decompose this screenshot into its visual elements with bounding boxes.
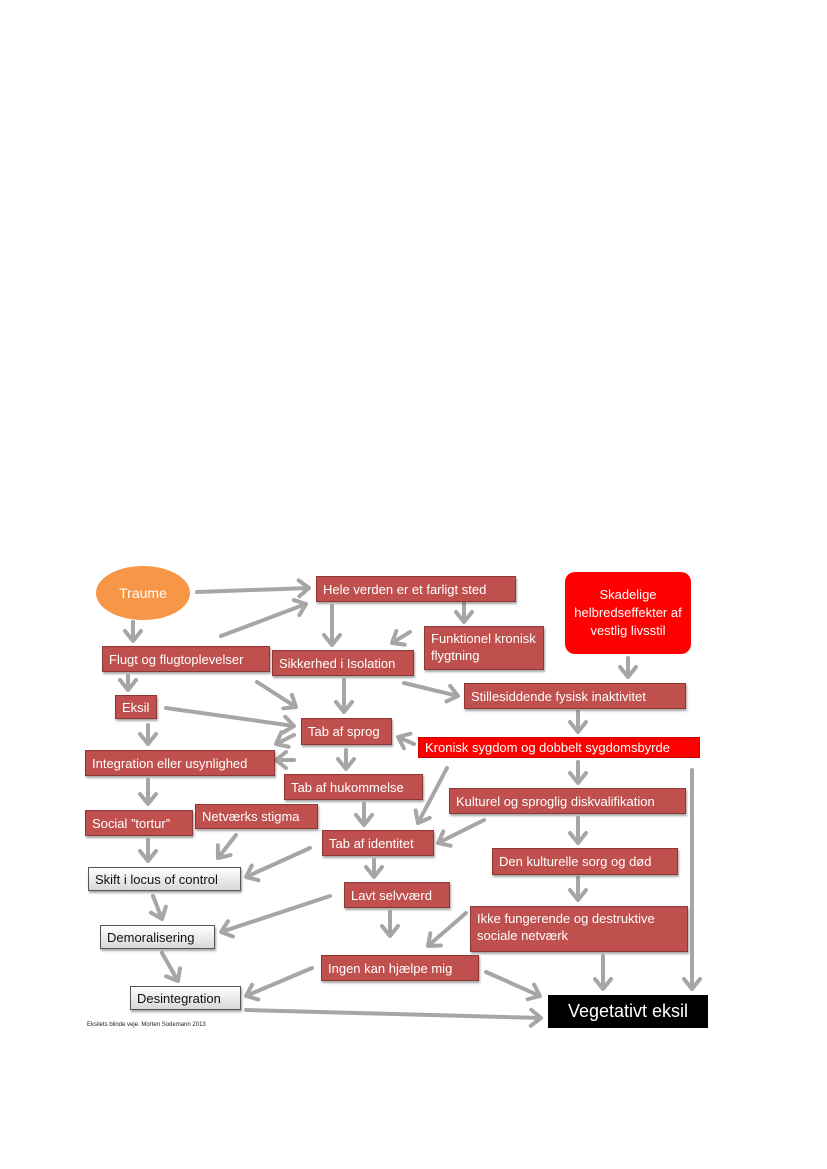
arrow-kulturel-to-tab-identitet <box>436 818 486 848</box>
arrow-flugt-to-hele-verden <box>219 598 308 638</box>
node-skadelige: Skadelige helbredseffekter af vestlig li… <box>565 572 691 654</box>
node-eksil: Eksil <box>115 695 157 719</box>
arrow-funktionel-to-sikkerhed <box>390 628 412 647</box>
node-kronisk: Kronisk sygdom og dobbelt sygdomsbyrde <box>418 737 700 758</box>
arrow-stillesiddende-to-kronisk <box>568 710 588 734</box>
arrow-sikkerhed-to-stillesiddende <box>402 681 460 704</box>
arrow-tab-sprog-to-integration-a <box>274 730 296 749</box>
node-netvaerks-stigma: Netværks stigma <box>195 804 318 829</box>
node-funktionel: Funktionel kronisk flygtning <box>424 626 544 670</box>
arrow-ingen-to-desintegration <box>244 966 314 1002</box>
arrow-integration-to-social-tortur <box>138 778 158 806</box>
arrow-kronisk-to-tab-sprog <box>396 731 416 751</box>
arrow-tab-identitet-to-skift <box>244 846 312 883</box>
node-kulturel-sproglig: Kulturel og sproglig diskvalifikation <box>449 788 686 814</box>
arrow-tab-hukommelse-to-tab-identitet <box>354 802 374 827</box>
node-tab-identitet: Tab af identitet <box>322 830 434 856</box>
arrow-ingen-to-vegetativt <box>484 970 542 1002</box>
arrow-ikke-to-ingen <box>426 911 468 948</box>
arrow-kronisk-to-vegetativt <box>682 768 702 991</box>
arrow-netvaerks-to-skift <box>215 833 238 860</box>
arrow-social-tortur-to-skift <box>138 838 158 863</box>
arrow-kronisk-to-tab-identitet <box>413 766 449 825</box>
node-traume: Traume <box>96 566 190 620</box>
arrow-skadelige-to-stillesiddende <box>618 656 638 679</box>
node-hele-verden: Hele verden er et farligt sted <box>316 576 516 602</box>
footnote: Eksilets blinde veje. Morten Sodemann 20… <box>87 1022 206 1028</box>
arrow-tab-sprog-to-integration-b <box>274 750 296 770</box>
arrow-hele-verden-to-funktionel <box>454 602 474 624</box>
node-tab-sprog: Tab af sprog <box>301 718 392 745</box>
arrow-kronisk-to-kulturel <box>568 760 588 785</box>
arrow-flugt-to-eksil <box>118 674 138 692</box>
node-demoralisering: Demoralisering <box>100 925 215 949</box>
arrow-skift-to-demoralisering <box>148 894 168 921</box>
node-skift-locus: Skift i locus of control <box>88 867 241 891</box>
arrow-lavt-to-demoralisering <box>219 894 332 939</box>
arrow-kulturelle-sorg-to-ikke <box>568 876 588 902</box>
node-stillesiddende: Stillesiddende fysisk inaktivitet <box>464 683 686 709</box>
node-tab-hukommelse: Tab af hukommelse <box>284 774 423 800</box>
arrow-flugt-to-tab-sprog <box>255 680 298 711</box>
node-sikkerhed: Sikkerhed i Isolation <box>272 650 414 676</box>
node-desintegration: Desintegration <box>130 986 241 1010</box>
arrow-kulturel-to-kulturelle-sorg <box>568 816 588 845</box>
arrow-eksil-to-tab-sprog <box>164 706 296 735</box>
arrow-eksil-to-integration <box>138 723 158 746</box>
arrow-ikke-to-vegetativt <box>593 954 613 991</box>
node-social-tortur: Social ”tortur” <box>85 810 193 836</box>
node-vegetativt: Vegetativt eksil <box>548 995 708 1028</box>
node-flugt: Flugt og flugtoplevelser <box>102 646 270 672</box>
node-integration: Integration eller usynlighed <box>85 750 275 776</box>
arrow-hele-verden-to-sikkerhed <box>322 604 342 647</box>
arrow-lavt-to-ingen <box>380 910 400 938</box>
node-lavt-selvvaerd: Lavt selvværd <box>344 882 450 908</box>
arrow-tab-identitet-to-lavt <box>364 858 384 879</box>
arrow-sikkerhed-to-tab-sprog <box>334 678 354 714</box>
node-ingen-kan: Ingen kan hjælpe mig <box>321 955 479 981</box>
node-kulturelle-sorg: Den kulturelle sorg og død <box>492 848 678 875</box>
arrow-demoralisering-to-desintegration <box>160 951 182 983</box>
arrow-traume-to-flugt <box>123 620 143 643</box>
arrow-traume-to-hele-verden <box>195 578 311 599</box>
arrow-tab-sprog-to-tab-hukommelse <box>336 748 356 771</box>
node-ikke-fungerende: Ikke fungerende og destruktive sociale n… <box>470 906 688 952</box>
arrow-desintegration-to-vegetativt <box>244 1007 543 1028</box>
